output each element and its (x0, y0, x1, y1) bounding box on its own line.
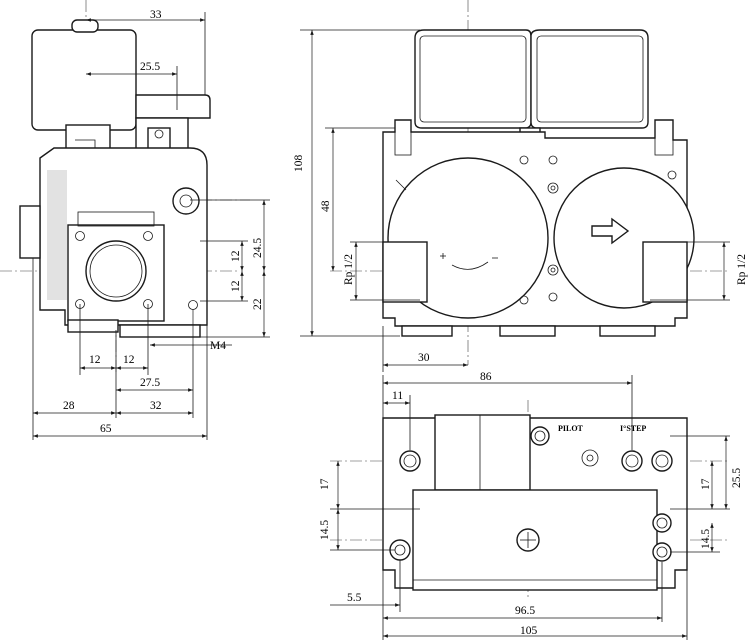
dim-30: 30 (418, 352, 430, 364)
dim-11: 11 (392, 390, 403, 402)
dim-22: 22 (252, 298, 264, 310)
side-view-dimensions: 33 25.5 24.5 12 12 22 M4 12 12 27. (32, 9, 270, 440)
dim-33: 33 (150, 9, 162, 21)
dim-108: 108 (293, 155, 305, 173)
dim-27-5: 27.5 (140, 377, 160, 389)
dim-28: 28 (63, 400, 75, 412)
top-view: PILOT I°STEP (330, 400, 730, 600)
dim-105: 105 (520, 625, 538, 637)
dim-5-5: 5.5 (347, 592, 362, 604)
dim-12-bottom-left: 12 (89, 354, 101, 366)
dim-24-5: 24.5 (252, 238, 264, 258)
dim-17-right: 17 (700, 478, 712, 490)
dim-14-5-right: 14.5 (700, 529, 712, 549)
pilot-label: PILOT (558, 424, 584, 433)
front-view (330, 0, 730, 365)
dim-96-5: 96.5 (515, 605, 535, 617)
dim-25-5: 25.5 (140, 61, 160, 73)
dim-65: 65 (100, 423, 112, 435)
dim-rp-inlet: Rp 1/2 (343, 254, 355, 285)
dim-86: 86 (480, 371, 492, 383)
dim-25-5-right: 25.5 (731, 468, 743, 488)
dim-m4: M4 (210, 340, 226, 352)
top-view-dimensions: 86 11 17 14.5 17 25.5 14.5 5.5 96.5 105 (319, 371, 743, 640)
dim-48: 48 (320, 200, 332, 212)
first-step-label: I°STEP (620, 424, 646, 433)
dim-14-5-left: 14.5 (319, 520, 331, 540)
dim-32: 32 (150, 400, 162, 412)
side-view (0, 0, 250, 372)
dim-17-left: 17 (319, 478, 331, 490)
dim-12-upper: 12 (230, 250, 242, 262)
dim-12-lower: 12 (230, 280, 242, 292)
dim-rp-outlet: Rp 1/2 (736, 254, 748, 285)
dim-12-bottom-right: 12 (123, 354, 135, 366)
front-view-dimensions: 108 48 Rp 1/2 Rp 1/2 30 (293, 29, 748, 372)
